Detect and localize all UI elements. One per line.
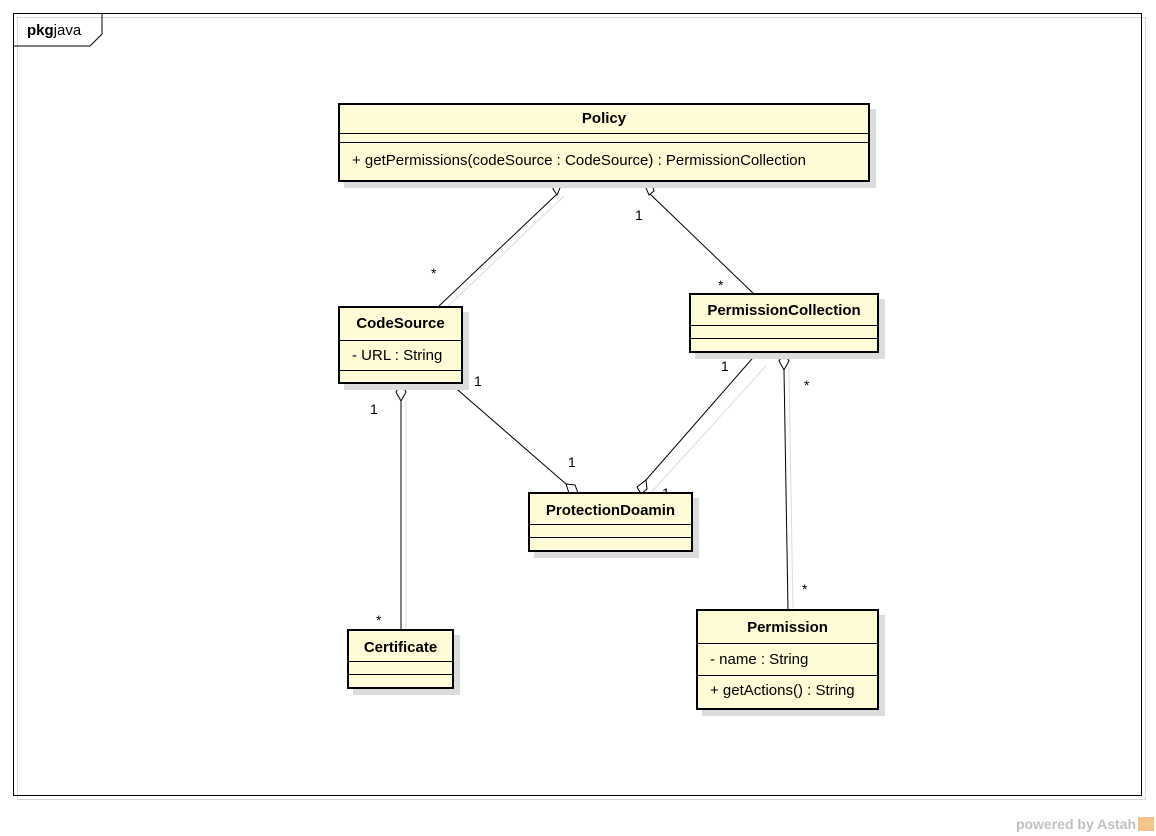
package-frame	[13, 13, 1142, 796]
class-name: Certificate	[349, 631, 452, 662]
class-name: ProtectionDoamin	[530, 494, 691, 525]
aggregation-diamond	[395, 381, 407, 403]
association-policy-permissioncollection	[644, 180, 756, 296]
powered-by-text: powered by Astah	[1015, 816, 1136, 832]
attribute: - name : String	[710, 651, 809, 668]
association-permissioncollection-permission	[778, 350, 790, 611]
class-permissioncollection[interactable]: PermissionCollection	[689, 293, 879, 353]
aggregation-diamond	[644, 180, 655, 196]
class-name: Permission	[698, 611, 877, 644]
association-codesource-protectiondomain	[450, 383, 579, 494]
operation-compartment	[530, 538, 691, 550]
package-name: java	[53, 22, 82, 39]
class-protectiondomain[interactable]: ProtectionDoamin	[528, 492, 693, 552]
operation-compartment: + getPermissions(codeSource : CodeSource…	[340, 143, 868, 180]
operation-compartment	[691, 339, 877, 351]
aggregation-diamond	[552, 180, 563, 197]
attribute-compartment	[691, 326, 877, 339]
powered-by-astah: powered by Astah	[1016, 816, 1154, 832]
multiplicity-label: *	[431, 265, 437, 281]
association-codesource-certificate	[395, 381, 407, 630]
frame-shadow	[17, 17, 1146, 800]
operation-compartment: + getActions() : String	[698, 676, 877, 708]
operation-compartment	[340, 371, 461, 382]
attribute-compartment	[349, 662, 452, 675]
aggregation-diamond	[778, 350, 790, 372]
package-label: pkgjava	[27, 22, 81, 39]
class-certificate[interactable]: Certificate	[347, 629, 454, 689]
package-tab	[13, 13, 103, 47]
multiplicity-label: *	[804, 377, 810, 393]
class-permission[interactable]: Permission - name : String + getActions(…	[696, 609, 879, 710]
attribute-compartment	[530, 525, 691, 538]
multiplicity-label: 1	[721, 358, 729, 374]
multiplicity-label: *	[802, 581, 808, 597]
operation: + getPermissions(codeSource : CodeSource…	[352, 152, 806, 169]
multiplicity-label: *	[376, 612, 382, 628]
multiplicity-label: 1	[370, 401, 378, 417]
class-name: CodeSource	[340, 308, 461, 341]
astah-logo-icon	[1138, 817, 1154, 831]
attribute-compartment: - URL : String	[340, 341, 461, 371]
attribute-compartment: - name : String	[698, 644, 877, 676]
class-policy[interactable]: Policy + getPermissions(codeSource : Cod…	[338, 103, 870, 182]
association-permissioncollection-protectiondomain	[636, 351, 759, 495]
multiplicity-label: 1	[474, 373, 482, 389]
multiplicity-label: 1	[568, 454, 576, 470]
operation-compartment	[349, 675, 452, 687]
class-codesource[interactable]: CodeSource - URL : String	[338, 306, 463, 384]
multiplicity-label: 1	[635, 207, 643, 223]
attribute-compartment	[340, 134, 868, 143]
association-policy-codesource	[438, 180, 563, 307]
class-name: Policy	[340, 105, 868, 134]
class-name: PermissionCollection	[691, 295, 877, 326]
package-keyword: pkg	[27, 22, 54, 39]
operation: + getActions() : String	[710, 682, 855, 699]
attribute: - URL : String	[352, 347, 443, 364]
multiplicity-label: *	[718, 277, 724, 293]
